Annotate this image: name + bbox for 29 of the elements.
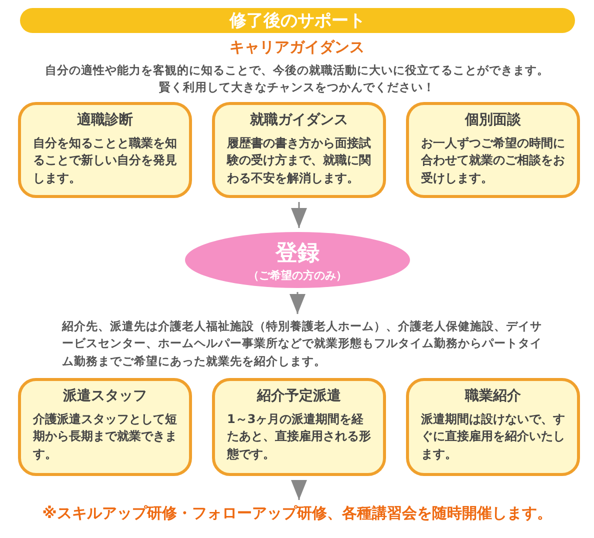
card-text: お一人ずつご希望の時間に合わせて就業のご相談をお受けします。 — [421, 135, 565, 187]
card-heading: 職業紹介 — [464, 387, 522, 405]
card-heading: 派遣スタッフ — [62, 387, 148, 405]
card-heading: 個別面談 — [464, 111, 522, 129]
title-banner — [20, 8, 575, 33]
card-text: 履歴書の書き方から面接試験の受け方まで、就職に関わる不安を解消します。 — [227, 135, 371, 187]
card-text: 派遣期間は設けないで、すぐに直接雇用を紹介いたします。 — [421, 411, 565, 463]
card-text: 1～3ヶ月の派遣期間を経たあと、直接雇用される形態です。 — [227, 411, 371, 463]
ellipse-subtitle: （ご希望の方のみ） — [248, 268, 347, 282]
arrow — [290, 292, 306, 314]
service-card — [406, 102, 580, 198]
intro-text: 自分の適性や能力を客観的に知ることで、今後の就職活動に大いに役立てることができます。賢く利用して大きなチャンスをつかんでください！ — [44, 62, 550, 96]
service-card — [212, 378, 386, 476]
placement-description: 紹介先、派遣先は介護老人福祉施設（特別養護老人ホーム）、介護老人保健施設、デイサービスセンター、ホームヘルパー事業所などで就業形態もフルタイム勤務からパートタイム勤務までご希望にあった就業先を紹介します。 — [62, 318, 552, 372]
card-text: 自分を知ることと職業を知ることで新しい自分を発見します。 — [33, 135, 177, 187]
arrow — [291, 202, 307, 228]
footer-note: ※スキルアップ研修・フォローアップ研修、各種講習会を随時開催します。 — [10, 504, 584, 530]
service-card — [212, 102, 386, 198]
section-heading: キャリアガイダンス — [228, 38, 366, 57]
service-card — [18, 102, 192, 198]
card-heading: 就職ガイダンス — [248, 111, 349, 129]
arrow — [291, 480, 307, 500]
banner-title: 修了後のサポート — [230, 10, 366, 32]
card-heading: 紹介予定派遣 — [256, 387, 342, 405]
service-card — [18, 378, 192, 476]
card-heading: 適職診断 — [76, 111, 134, 129]
ellipse-title: 登録 — [276, 240, 320, 268]
card-text: 介護派遣スタッフとして短期から長期まで就業できます。 — [33, 411, 177, 463]
service-card — [406, 378, 580, 476]
